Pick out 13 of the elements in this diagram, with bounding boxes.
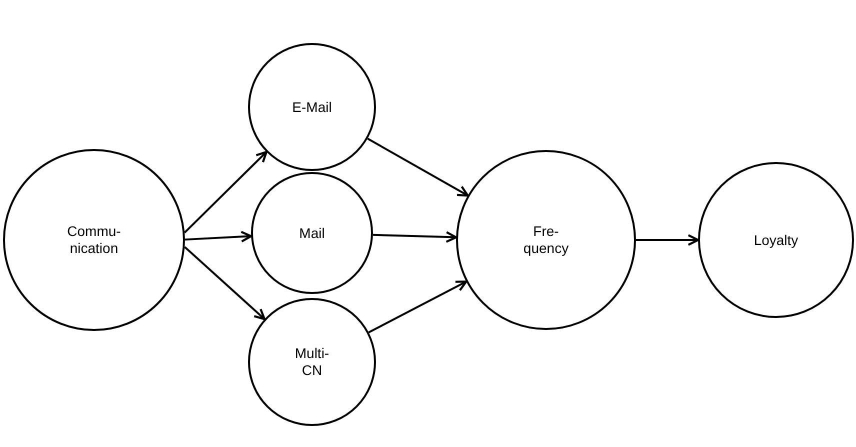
node-label: Multi- CN (294, 345, 330, 379)
arrow (184, 150, 268, 234)
arrow (184, 246, 266, 320)
node-label: Mail (299, 224, 325, 242)
arrow (184, 230, 252, 243)
arrow (368, 280, 468, 334)
node-label: Fre- quency (522, 223, 570, 257)
node-label: Loyalty (754, 232, 798, 248)
node-label: E-Mail (292, 98, 332, 116)
arrow (636, 234, 700, 246)
node-label: Commu- nication (66, 223, 122, 257)
arrow (367, 138, 469, 197)
arrow (372, 231, 458, 243)
